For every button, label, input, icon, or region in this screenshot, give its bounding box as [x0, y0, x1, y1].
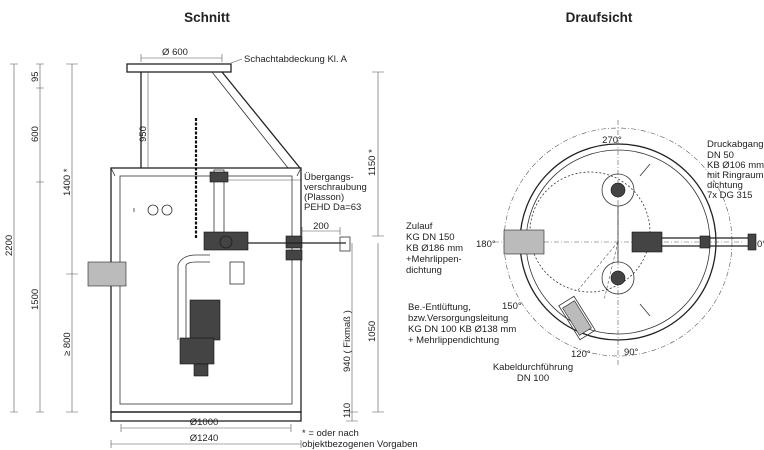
vent-line-2: bzw.Versorgungsleitung [408, 313, 508, 324]
inlet-line-1: Zulauf [406, 221, 433, 232]
angle-180: 180° [476, 239, 496, 250]
inlet-annotation: Zulauf KG DN 150 KB Ø186 mm +Mehrlippen-… [406, 221, 463, 276]
mark-circle-2 [161, 204, 173, 216]
wall-sleeve-top [285, 235, 303, 249]
dim-1150: 1150 * [367, 149, 378, 176]
dim-line-opening [140, 54, 223, 62]
top-opening-label: Ø 600 [162, 47, 188, 58]
pump-foot [193, 363, 209, 377]
shaft-inner-wall [119, 175, 293, 405]
inlet-line-3: KB Ø186 mm [406, 243, 463, 254]
shaft-cone-right-wall [221, 71, 301, 169]
cable-line-2: DN 100 [517, 373, 549, 384]
shaft-cone-inner [211, 71, 289, 169]
pump-housing [179, 337, 215, 365]
dim-line-1240 [110, 440, 302, 448]
collar-steps [110, 167, 302, 177]
vent-line-1: Be.-Entlüftung, [408, 302, 471, 313]
inlet-line-5: dichtung [406, 265, 442, 276]
vent-line-4: + Mehrlippendichtung [408, 335, 499, 346]
float-switch [229, 261, 245, 285]
dim-line-chain-a [36, 63, 44, 413]
angle-90: 90° [624, 347, 639, 358]
dim-line-1000 [120, 424, 292, 432]
section-dimensions: Ø 600 Schachtabdeckung Kl. A 950 1150 * … [4, 47, 384, 448]
angle-0: 0° [757, 239, 764, 250]
dim-line-1050 [372, 243, 384, 413]
dim-110: 110 [342, 403, 353, 418]
fitting-line-3: (Plasson) [304, 192, 344, 203]
dim-line-110 [346, 412, 358, 422]
valve-wheel [219, 235, 233, 249]
vent-annotation: Be.-Entlüftung, bzw.Versorgungsleitung K… [408, 302, 516, 346]
plan-title: Draufsicht [566, 10, 633, 25]
pressure-annotation: Druckabgang DN 50 KB Ø106 mm mit Ringrau… [707, 139, 764, 201]
dim-line-800 [66, 274, 78, 413]
dim-200: 200 [313, 221, 329, 232]
plan-pump-bottom-core [610, 270, 626, 286]
vent-bend [177, 254, 210, 266]
angle-270: 270° [602, 135, 622, 146]
dim-800: ≥ 800 [62, 332, 73, 356]
vent-pipe [177, 265, 187, 340]
pressure-line-1: Druckabgang [707, 139, 764, 150]
outlet-flange [339, 236, 351, 252]
dim-95: 95 [30, 71, 41, 82]
wall-sleeve-bottom [285, 249, 303, 261]
dim-line-200 [301, 227, 341, 235]
vent-line-3: KG DN 100 KB Ø138 mm [408, 324, 516, 335]
fitting-annotation: Übergangs- verschraubung (Plasson) PEHD … [228, 172, 367, 213]
dim-line-1150 [372, 71, 384, 237]
fitting-line-1: Übergangs- [304, 172, 354, 183]
dim-600: 600 [30, 126, 41, 142]
pressure-line-2: DN 50 [707, 150, 734, 161]
footnote: * = oder nach objektbezogenen Vorgaben [302, 428, 418, 450]
plan-pump-top-core [610, 182, 626, 198]
cable-annotation: Kabeldurchführung DN 100 [493, 362, 573, 384]
riser-coupling [209, 171, 229, 183]
fitting-line-2: verschraubung [304, 182, 367, 193]
footnote-line-1: * = oder nach [302, 428, 359, 439]
pump-motor [189, 299, 221, 341]
section-title: Schnitt [184, 10, 230, 25]
dim-940: 940 ( Fixmaß ) [342, 310, 353, 372]
dim-1050: 1050 [367, 321, 378, 342]
section-view [87, 63, 351, 422]
cable-line-1: Kabeldurchführung [493, 362, 573, 373]
dim-1400: 1400 * [62, 168, 73, 196]
plan-angle-ray-150 [577, 241, 619, 291]
angle-120: 120° [571, 349, 591, 360]
inlet-line-2: KG DN 150 [406, 232, 455, 243]
plan-inlet-pipe [503, 229, 545, 255]
dim-950: 950 [138, 126, 149, 142]
pressure-line-3: KB Ø106 mm [707, 160, 764, 171]
plan-wall-sleeve [699, 235, 711, 249]
plan-vent-pipe [558, 295, 596, 341]
plan-view [494, 120, 757, 366]
angle-150: 150° [502, 301, 522, 312]
pressure-line-5: dichtung [707, 180, 743, 191]
plan-guide-rails [639, 163, 651, 317]
cover-leader [230, 58, 243, 64]
dim-1500: 1500 [30, 289, 41, 310]
left-pipe-stub [87, 261, 127, 287]
footnote-line-2: objektbezogenen Vorgaben [302, 439, 418, 450]
pressure-line-6: 7x DG 315 [707, 190, 752, 201]
mark-circle-1 [147, 204, 159, 216]
dim-1000: Ø1000 [190, 417, 219, 428]
dim-1240: Ø1240 [190, 433, 219, 444]
plan-pressure-flange [747, 233, 757, 251]
shaft-cover [126, 63, 232, 73]
dim-line-2200 [10, 63, 18, 413]
plan-valve-block [631, 231, 663, 253]
shaft-base [110, 411, 302, 422]
dim-2200: 2200 [4, 235, 15, 256]
fitting-line-4: PEHD Da=63 [304, 202, 361, 213]
cover-label: Schachtabdeckung Kl. A [244, 54, 348, 65]
inlet-line-4: +Mehrlippen- [406, 254, 462, 265]
pressure-line-4: mit Ringraum- [707, 170, 764, 181]
